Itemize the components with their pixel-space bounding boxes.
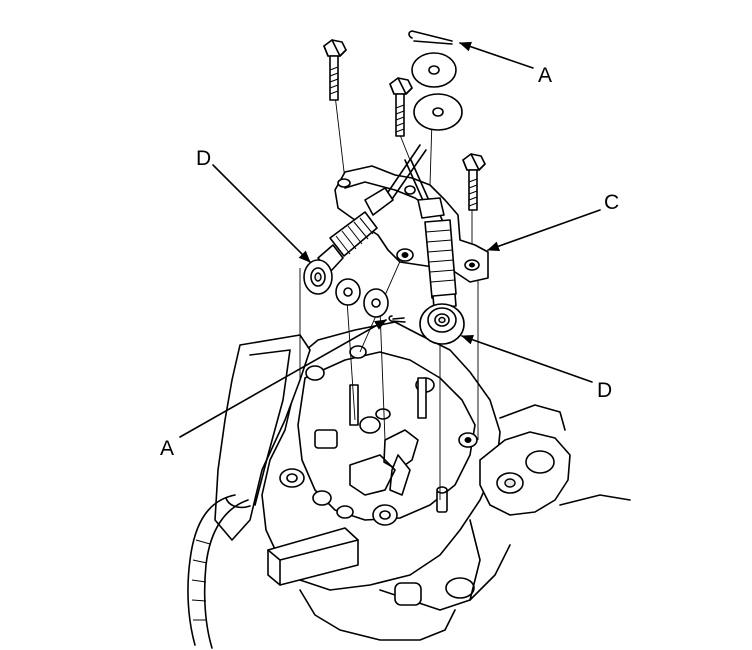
transmission-housing [187,321,631,649]
bolt-center [389,77,413,137]
label-a-top: A [538,64,552,87]
washer-top-1 [411,52,457,88]
cable-left [303,144,427,295]
bolt-left [323,39,347,101]
washer-lower-2 [363,288,389,318]
washer-lower-1 [335,278,361,306]
cable-right [404,159,465,345]
label-c: C [604,191,619,214]
label-a-bottom: A [160,437,174,460]
bolt-right [462,153,486,211]
cotter-pin-top [408,30,453,45]
cotter-pin-lower [388,315,406,323]
label-d-left: D [196,147,211,170]
callout-leaders [179,41,601,438]
assembly-guide-lines [299,94,479,500]
label-d-right: D [597,379,612,402]
washer-top-2 [413,93,463,131]
